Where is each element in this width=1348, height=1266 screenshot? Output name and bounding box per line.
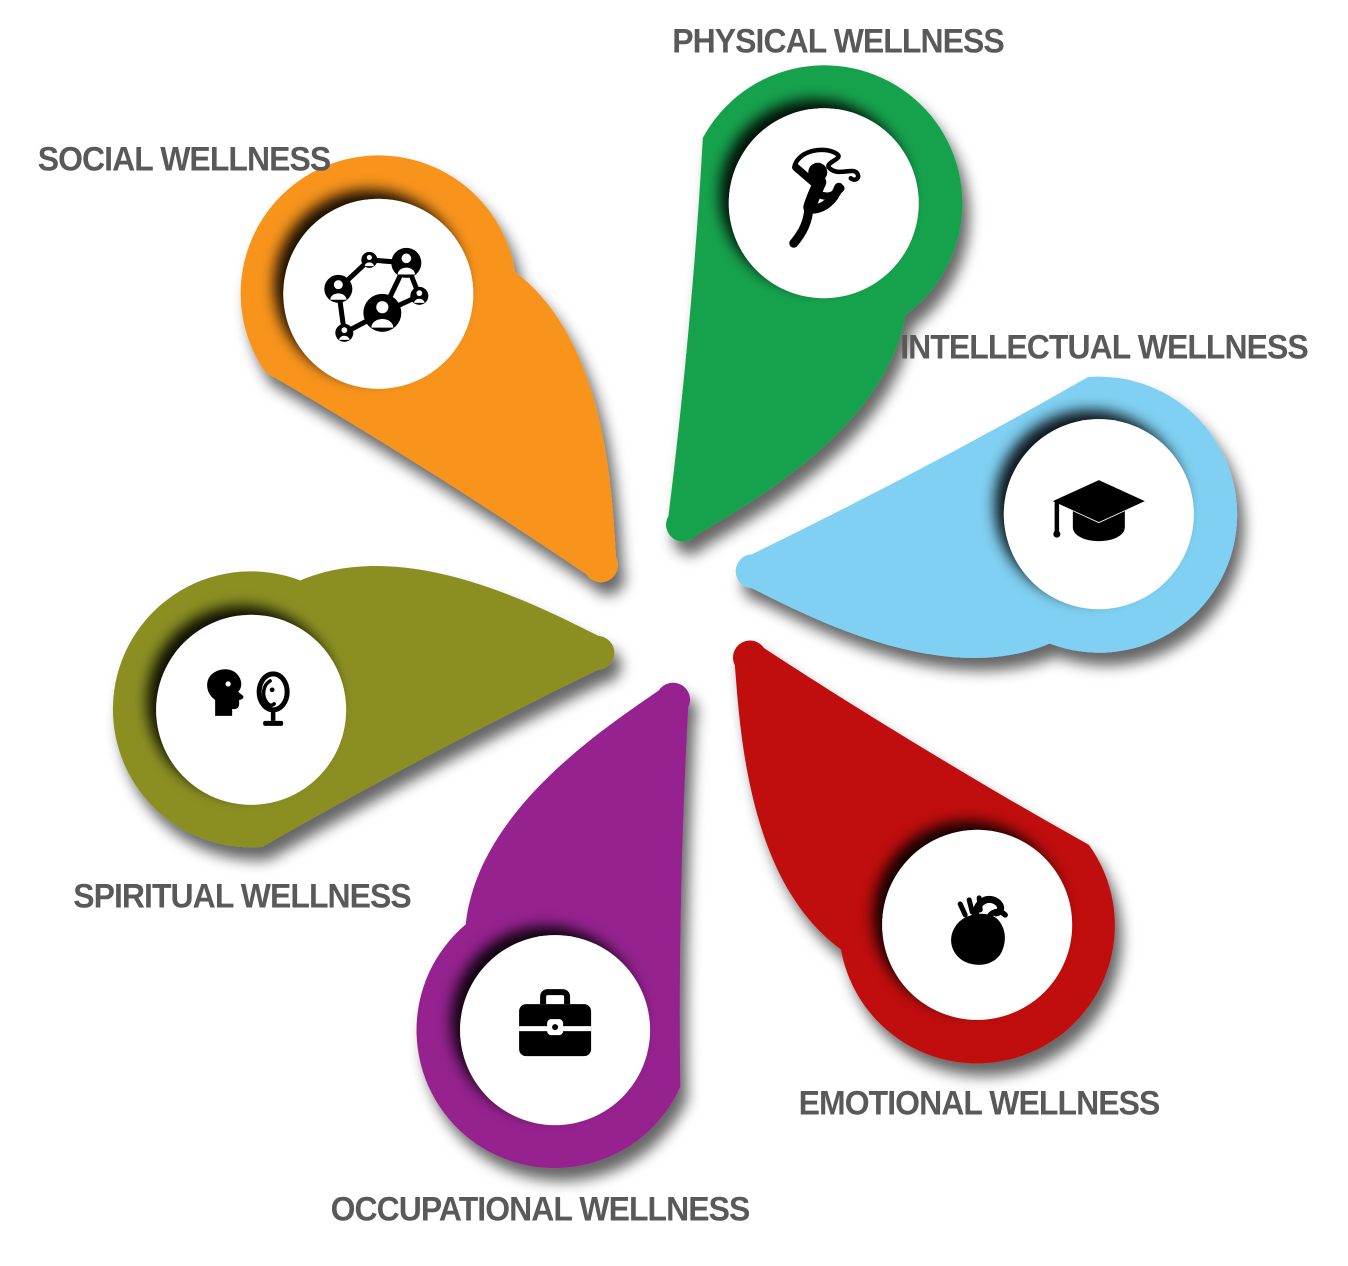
head-mirror-reflection-icon: [207, 669, 290, 726]
icon-circle: [156, 614, 347, 805]
briefcase-icon: [519, 989, 592, 1057]
people-network-icon: [324, 247, 429, 342]
graduation-cap-icon: [1052, 480, 1145, 542]
label-emotional-wellness: EMOTIONAL WELLNESS: [798, 1084, 1161, 1123]
icon-circle: [283, 198, 474, 389]
label-occupational-wellness: OCCUPATIONAL WELLNESS: [330, 1190, 751, 1229]
anatomical-heart-icon: [951, 895, 1008, 965]
label-social-wellness: SOCIAL WELLNESS: [37, 140, 331, 179]
label-spiritual-wellness: SPIRITUAL WELLNESS: [73, 877, 412, 916]
icon-circle-shape: [156, 614, 347, 805]
petal-social-wellness: [240, 155, 618, 583]
petal-shape: [240, 155, 618, 583]
gymnast-ribbon-icon: [789, 147, 861, 248]
label-physical-wellness: PHYSICAL WELLNESS: [672, 22, 1004, 61]
label-intellectual-wellness: INTELLECTUAL WELLNESS: [900, 328, 1309, 367]
icon-circle-shape: [283, 198, 474, 389]
